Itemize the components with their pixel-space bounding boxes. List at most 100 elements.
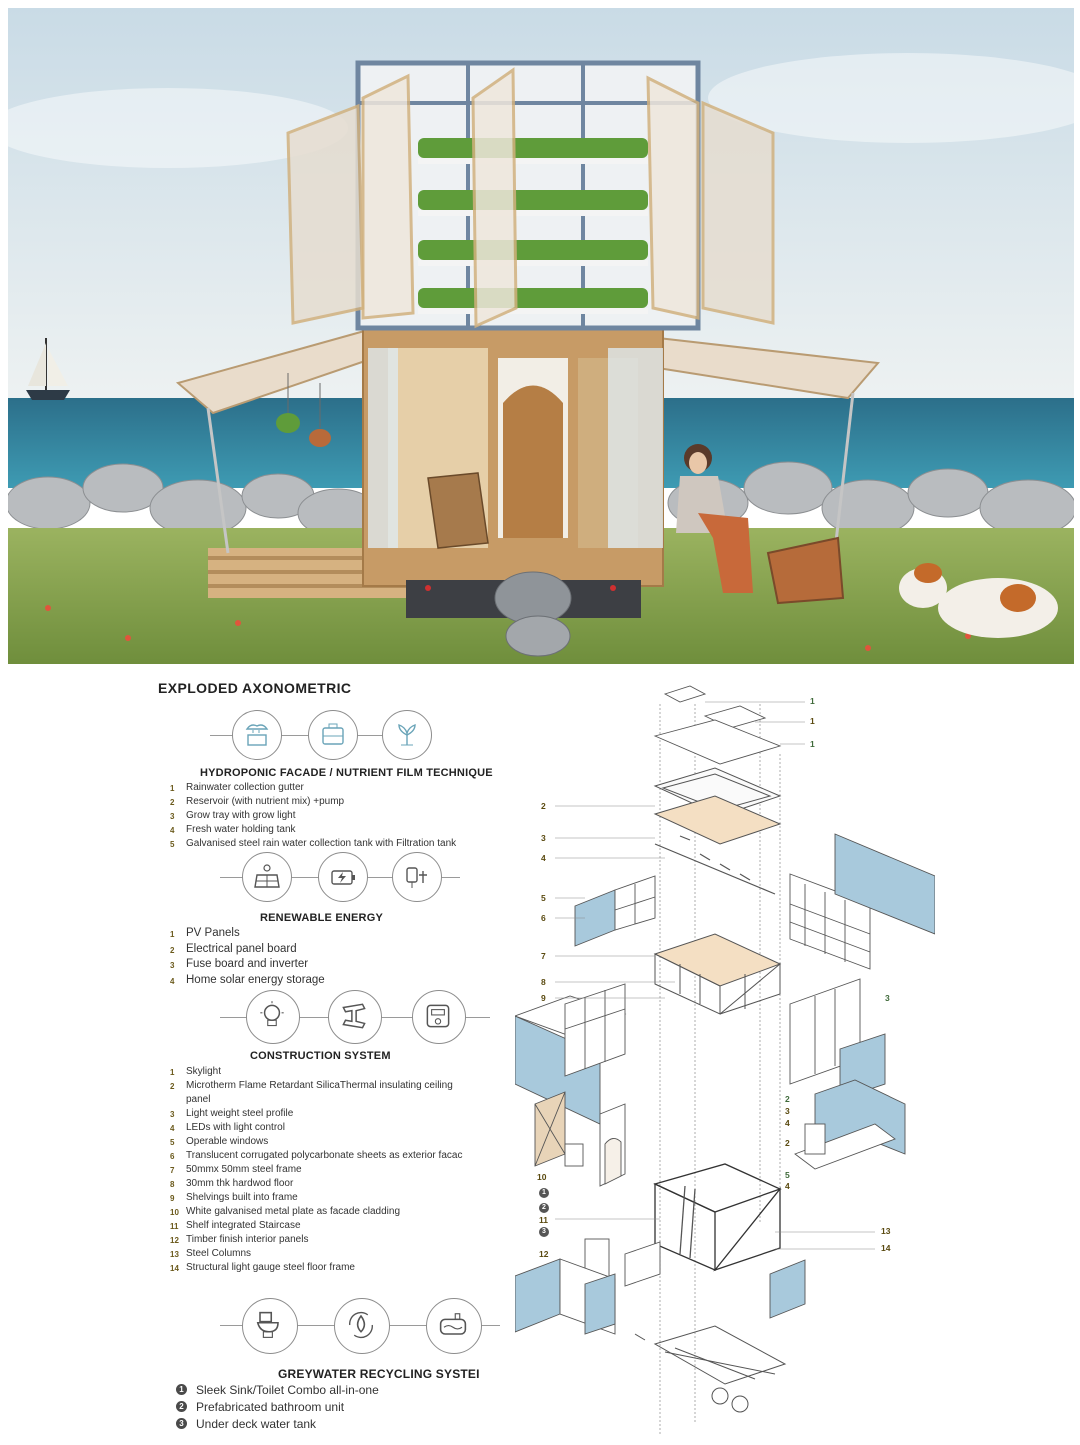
hanging-plants <box>276 373 331 447</box>
list-item: panel <box>186 1094 211 1105</box>
upper-right-hydroponic <box>789 833 936 970</box>
legend-column: EXPLODED AXONOMETRIC HYDROPONIC FACADE /… <box>150 664 500 1440</box>
construction-icon-row <box>220 990 490 1046</box>
callout-2: 2 <box>785 1094 790 1104</box>
control-panel-icon <box>412 990 466 1044</box>
roof-frame <box>653 767 782 845</box>
axonometric-svg <box>513 685 936 1434</box>
house-render-image <box>8 8 1074 664</box>
callout-4: 4 <box>785 1181 790 1191</box>
ground-floor-frame <box>653 1163 782 1272</box>
callout-4: 4 <box>785 1118 790 1128</box>
hydroponic-title: HYDROPONIC FACADE / NUTRIENT FILM TECHNI… <box>200 767 493 779</box>
plug-icon <box>392 852 442 902</box>
recycle-water-icon <box>334 1298 390 1354</box>
ground-floor-cabin <box>362 325 664 618</box>
callout-5: 5 <box>541 893 546 903</box>
callout-5: 5 <box>785 1170 790 1180</box>
axonometric-drawing: 1 1 1 2 3 4 5 6 7 8 9 3 2 3 4 2 5 4 10 1… <box>513 664 936 1440</box>
callout-7: 7 <box>541 951 546 961</box>
callout-8: 8 <box>541 977 546 987</box>
light-bulb-icon <box>246 990 300 1044</box>
callout-1: 1 <box>810 716 815 726</box>
dog <box>899 563 1058 638</box>
callout-13: 13 <box>881 1226 891 1236</box>
mid-floor-frame <box>653 933 782 1015</box>
page-title: EXPLODED AXONOMETRIC <box>158 680 352 696</box>
greywater-icon-row <box>220 1298 500 1354</box>
callout-11: 11 <box>539 1215 548 1225</box>
right-shelving-facade <box>789 978 886 1100</box>
construction-title: CONSTRUCTION SYSTEM <box>250 1050 391 1062</box>
battery-icon <box>318 852 368 902</box>
callout-2-badge: 2 <box>539 1203 549 1213</box>
sailboat <box>26 338 70 400</box>
callout-12: 12 <box>539 1249 549 1259</box>
trailer-chassis <box>634 1325 787 1413</box>
callout-9: 9 <box>541 993 546 1003</box>
toilet-icon <box>242 1298 298 1354</box>
water-tank-icon <box>426 1298 482 1354</box>
upper-left-facade <box>574 875 656 947</box>
callout-3: 3 <box>885 993 890 1003</box>
callout-1-badge: 1 <box>539 1188 549 1198</box>
bathroom-pod <box>534 1091 626 1187</box>
callout-3: 3 <box>785 1106 790 1116</box>
upper-hydroponic-floor <box>286 60 775 331</box>
skylight-pieces <box>653 685 782 765</box>
reservoir-icon <box>308 710 358 760</box>
callout-1: 1 <box>810 696 815 706</box>
rain-tank-icon <box>232 710 282 760</box>
left-shelving-facade <box>513 983 627 1125</box>
callout-2: 2 <box>541 801 546 811</box>
led-beams <box>654 835 776 895</box>
callout-1: 1 <box>810 739 815 749</box>
callout-4: 4 <box>541 853 546 863</box>
callout-10: 10 <box>537 1172 547 1182</box>
callout-6: 6 <box>541 913 546 923</box>
seated-woman <box>676 444 753 593</box>
hydroponic-icon-row <box>210 708 432 764</box>
lower-facades <box>514 1258 806 1335</box>
callout-2: 2 <box>785 1138 790 1148</box>
renewable-title: RENEWABLE ENERGY <box>260 912 383 924</box>
exploded-axonometric-panel: EXPLODED AXONOMETRIC HYDROPONIC FACADE /… <box>0 664 1080 1440</box>
kitchen-unit <box>794 1079 906 1170</box>
callout-14: 14 <box>881 1243 891 1253</box>
solar-panel-icon <box>242 852 292 902</box>
greywater-title: GREYWATER RECYCLING SYSTEI <box>278 1367 480 1381</box>
renewable-icon-row <box>220 850 460 906</box>
plant-light-icon <box>382 710 432 760</box>
callout-3: 3 <box>541 833 546 843</box>
